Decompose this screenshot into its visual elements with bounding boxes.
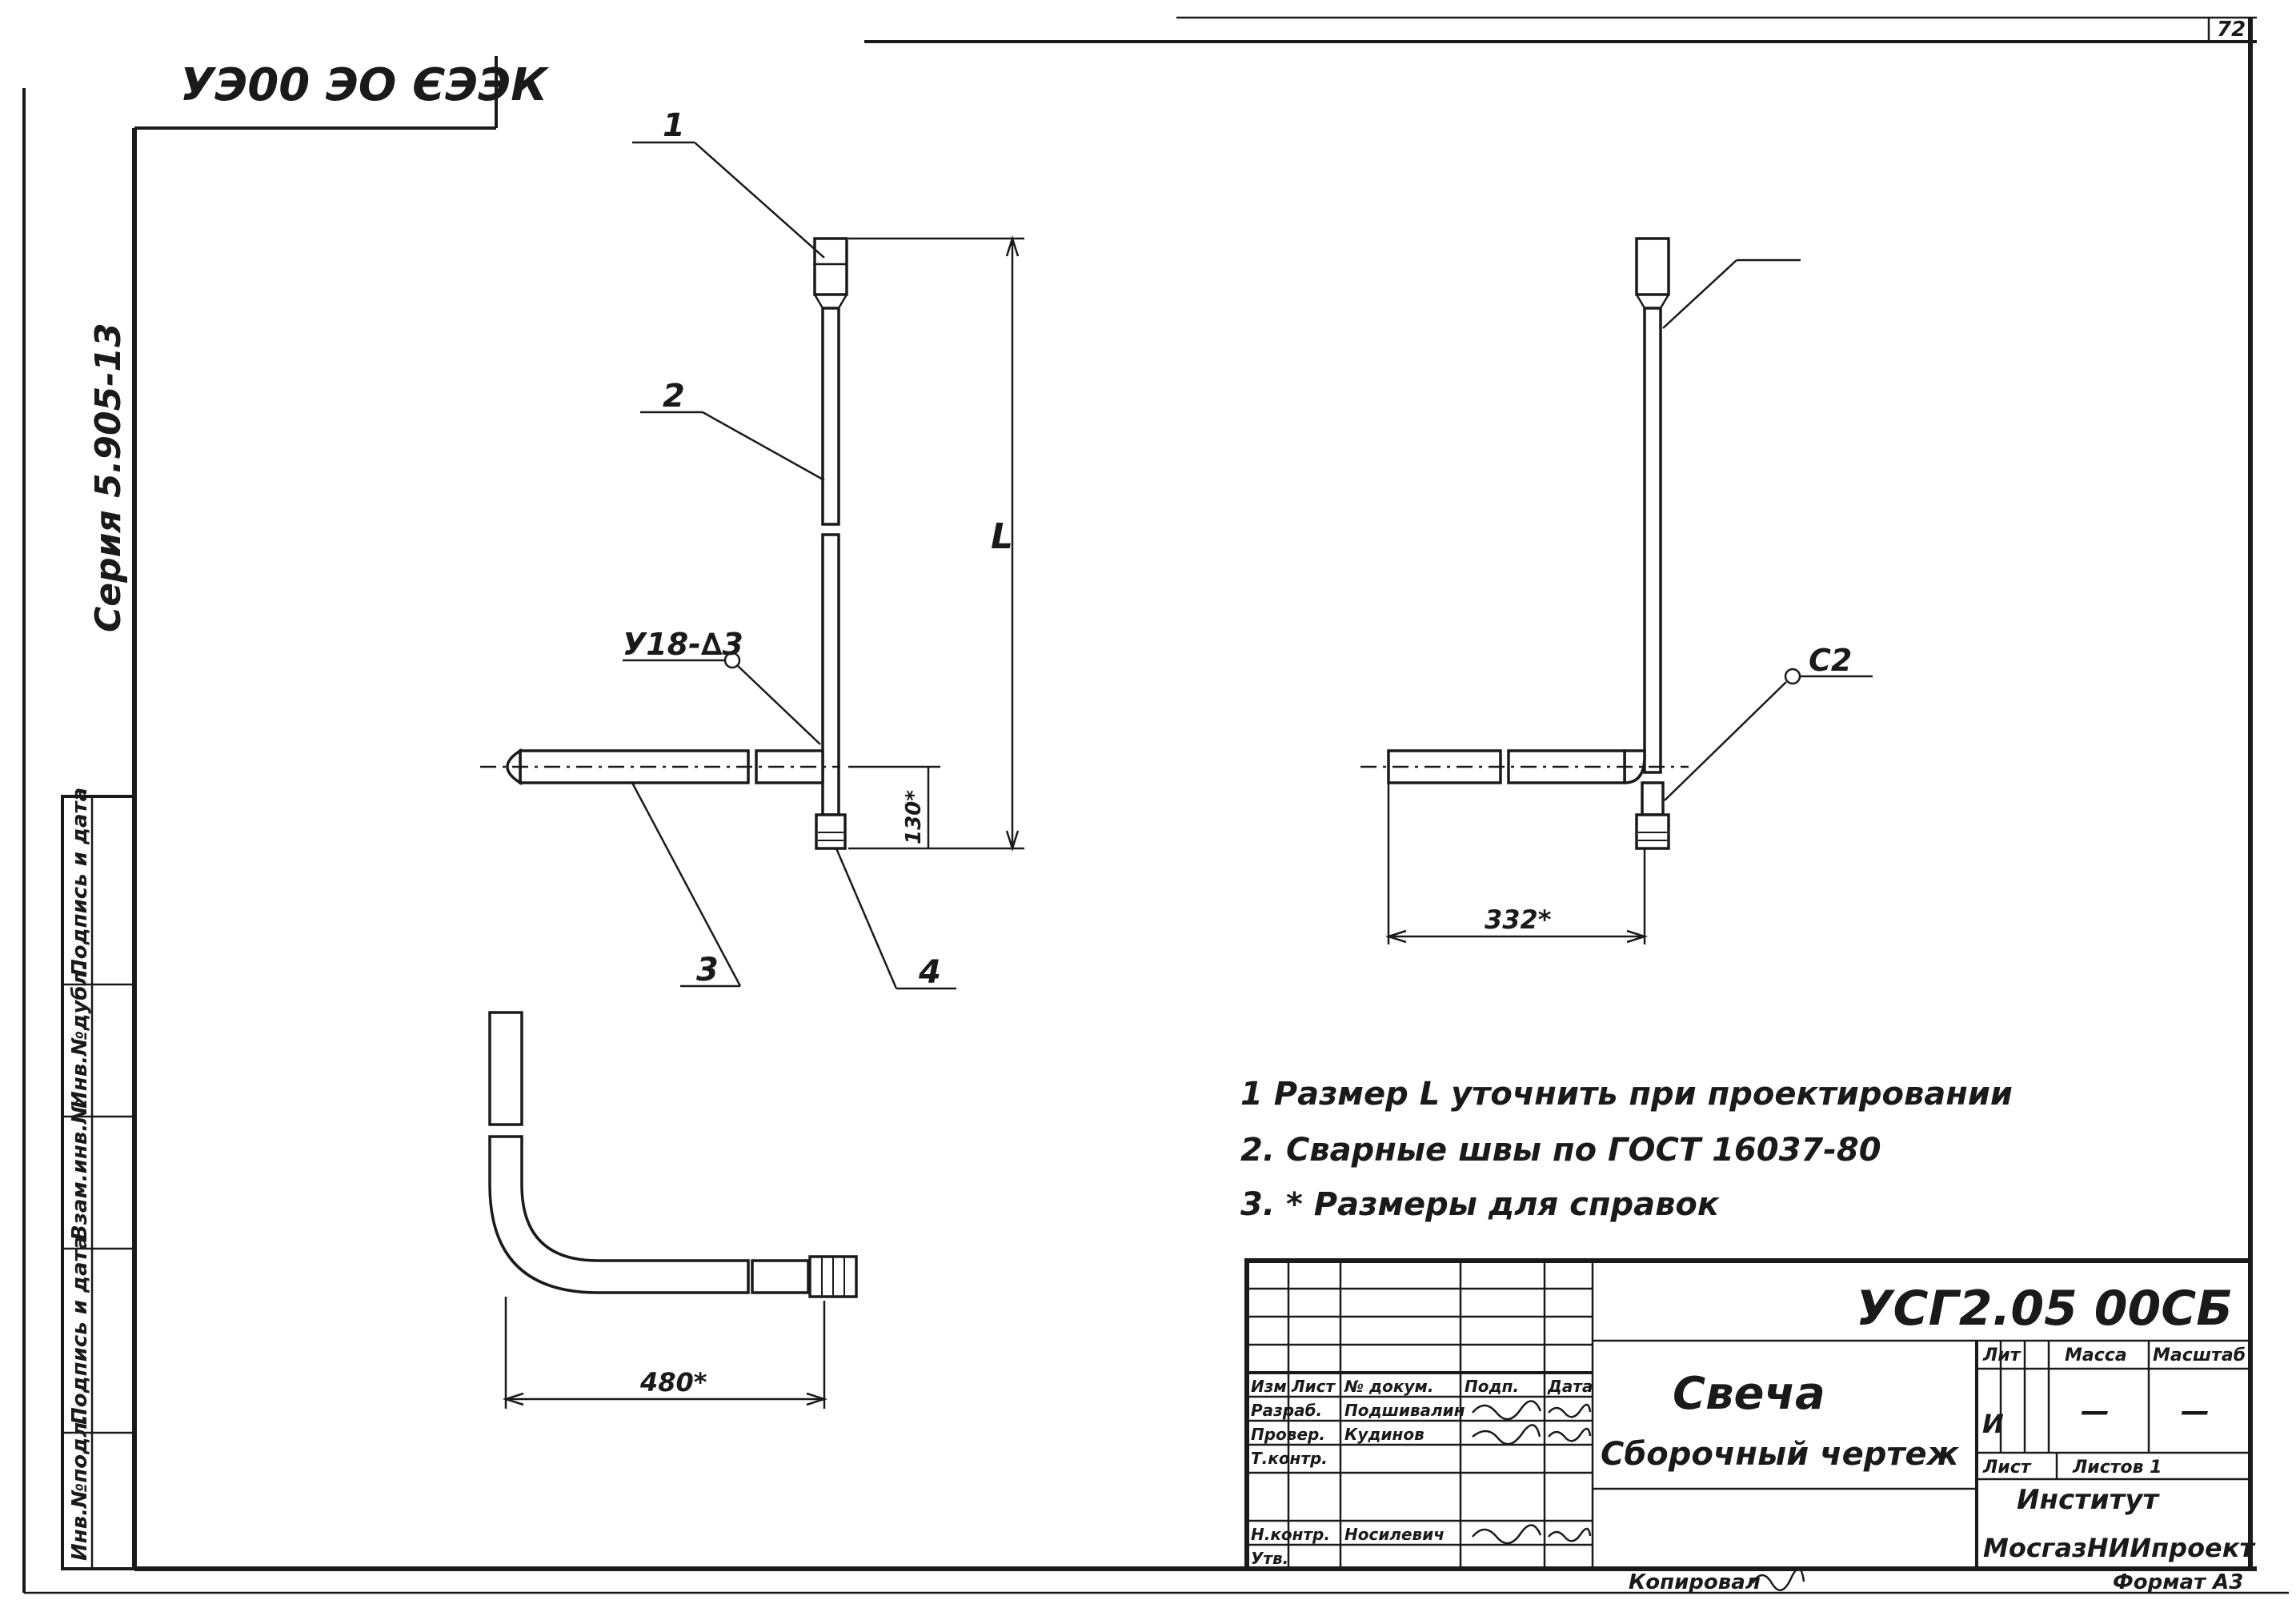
copier-signature — [1751, 1567, 1805, 1591]
callout-1: 1 — [663, 107, 685, 144]
role-approved: Утв. — [1251, 1549, 1288, 1568]
role-developer: Разраб. — [1251, 1401, 1322, 1420]
org-line-2: МосгазНИИпроект — [1983, 1533, 2256, 1563]
side-view — [1360, 237, 1689, 850]
drawing-name: Свеча — [1673, 1368, 1825, 1420]
role-checker: Провер. — [1251, 1425, 1325, 1444]
strip-label-inv-dubl: Инв.№дубл. — [68, 963, 92, 1109]
doc-code: УСГ2.05 00СБ — [1856, 1281, 2233, 1337]
col-header-izm: Изм — [1251, 1377, 1287, 1396]
strip-label-signature-1: Подпись и дата — [68, 1236, 92, 1425]
side-riser — [1643, 307, 1662, 774]
role-norm-control: Н.контр. — [1251, 1525, 1330, 1544]
dim-130-label: 130* — [902, 790, 926, 844]
mass-value: — — [2081, 1395, 2110, 1428]
top-left-stamp: УЭ00 ЭО ЄЭЭК — [180, 59, 550, 111]
signature-scribbles — [1472, 1400, 1592, 1545]
dim-332-label: 332* — [1485, 904, 1552, 935]
front-top-fitting — [813, 237, 848, 296]
name-norm-control: Носилевич — [1344, 1525, 1445, 1544]
dimension-L — [848, 235, 1024, 852]
side-weld-leaders — [1662, 259, 1873, 801]
strip-label-vzam-inv: Взам.инв.№ — [68, 1099, 92, 1241]
note-3: 3. * Размеры для справок — [1240, 1186, 1720, 1223]
callout-2: 2 — [663, 378, 685, 415]
weld-callout-left: У18-∆3 — [623, 627, 743, 662]
dimension-130 — [848, 765, 940, 848]
sheet-format: Формат А3 — [2113, 1570, 2243, 1594]
front-view — [480, 237, 848, 850]
plan-view — [488, 1011, 858, 1298]
col-header-date: Дата — [1547, 1377, 1593, 1396]
dim-L-label: L — [991, 516, 1013, 557]
scale-value: — — [2181, 1395, 2210, 1428]
left-stamp-strip — [61, 795, 136, 1570]
org-line-1: Институт — [2017, 1484, 2160, 1516]
drawing-type: Сборочный чертеж — [1601, 1436, 1960, 1473]
callout-4: 4 — [918, 954, 941, 991]
plan-branch-near — [751, 1259, 810, 1294]
series-label: Серия 5.905-13 — [88, 323, 129, 632]
sheet-label: Лист — [1982, 1458, 2032, 1478]
col-header-doc: № докум. — [1344, 1377, 1433, 1396]
note-1: 1 Размер L уточнить при проектировании — [1240, 1076, 2013, 1113]
callout-3: 3 — [696, 952, 719, 988]
scale-label: Масштаб — [2153, 1345, 2246, 1365]
front-riser-lower — [821, 533, 840, 816]
name-developer: Подшивалин — [1344, 1401, 1465, 1420]
sheets-count: Листов 1 — [2072, 1458, 2162, 1478]
copied-by: Копировал — [1629, 1570, 1761, 1594]
weld-callout-right: С2 — [1809, 643, 1852, 678]
front-callout-leaders — [623, 141, 956, 990]
lit-value: И — [1982, 1409, 2004, 1439]
page-number: 72 — [2217, 18, 2246, 42]
dim-480-label: 480* — [639, 1367, 707, 1397]
dimension-480 — [502, 1297, 828, 1409]
strip-label-inv-podl: Инв.№подл. — [68, 1414, 92, 1561]
side-lower-stub — [1641, 781, 1665, 816]
side-top-fitting — [1635, 237, 1670, 296]
note-2: 2. Сварные швы по ГОСТ 16037-80 — [1240, 1132, 1881, 1169]
strip-label-signature-2: Подпись и дата — [68, 788, 92, 976]
name-checker: Кудинов — [1344, 1425, 1424, 1444]
col-header-list: Лист — [1291, 1377, 1336, 1396]
mass-label: Масса — [2065, 1345, 2127, 1365]
sheet-frame — [22, 16, 2289, 1594]
front-riser-upper — [821, 307, 840, 526]
plan-riser-upper — [488, 1011, 523, 1126]
col-header-sign: Подп. — [1465, 1377, 1519, 1396]
plan-bend — [488, 1135, 750, 1294]
lit-label: Лит — [1982, 1345, 2022, 1365]
role-tech-control: Т.контр. — [1251, 1449, 1328, 1468]
title-block-frame — [1244, 1258, 2253, 1571]
dimension-332 — [1384, 783, 1649, 944]
